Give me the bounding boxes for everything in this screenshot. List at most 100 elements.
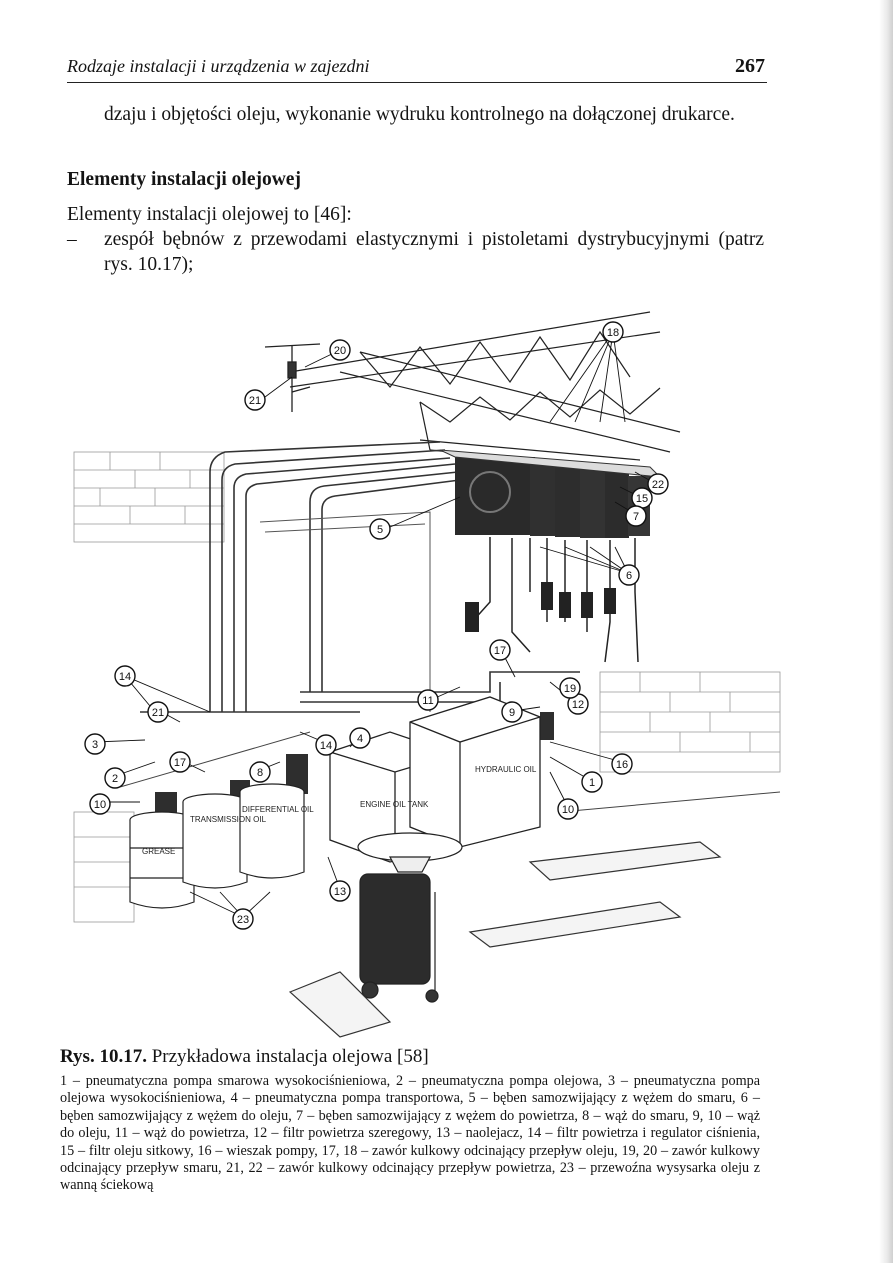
callout-circle [611,753,633,775]
callout-circle [647,473,669,495]
callout-10: 10 [557,798,579,820]
callout-11: 11 [417,689,439,711]
oil-installation-illustration: GREASE TRANSMISSION OIL DIFFERENTIAL OIL… [73,311,781,1038]
page-number: 267 [735,55,765,77]
oil-installation-figure: GREASE TRANSMISSION OIL DIFFERENTIAL OIL… [60,292,790,1040]
callout-number: 21 [249,395,261,407]
callout-number: 15 [636,493,648,505]
callout-circle [618,564,640,586]
callout-21: 21 [244,389,266,411]
callout-16: 16 [611,753,633,775]
transmission-label: TRANSMISSION OIL [190,815,267,824]
callout-circle [147,701,169,723]
callout-7: 7 [625,505,647,527]
callout-number: 19 [564,683,576,695]
callout-20: 20 [329,339,351,361]
callout-number: 13 [334,886,346,898]
figure-caption-title: Rys. 10.17. Przykładowa instalacja olejo… [60,1046,429,1068]
callout-circle [417,689,439,711]
callout-number: 10 [562,804,574,816]
callout-number: 18 [607,327,619,339]
hydraulic-oil-label: HYDRAULIC OIL [475,765,537,774]
callout-5: 5 [369,518,391,540]
barrels [129,783,305,909]
callout-number: 9 [509,707,515,719]
oil-extractor [357,832,463,1003]
callout-circle [169,751,191,773]
callout-number: 17 [174,757,186,769]
callout-17: 17 [169,751,191,773]
figure-title: Przykładowa instalacja olejowa [58] [146,1046,429,1067]
continuation-paragraph: dzaju i objętości oleju, wykonanie wydru… [104,104,735,125]
callout-12: 12 [567,693,589,715]
callout-1: 1 [581,771,603,793]
section-heading: Elementy instalacji olejowej [67,169,301,190]
floor-lines [119,731,781,813]
callout-number: 3 [92,739,98,751]
dispensing-guns [465,582,616,632]
callout-number: 17 [494,645,506,657]
air-valve-assembly [264,343,321,412]
callout-13: 13 [329,880,351,902]
callout-circle [559,677,581,699]
callout-circle [329,339,351,361]
figure-caption-legend: 1 – pneumatyczna pompa smarowa wysokociś… [60,1073,760,1194]
callout-number: 11 [422,695,433,707]
callout-circle [329,880,351,902]
callout-2: 2 [104,767,126,789]
hose-reels [439,449,662,538]
callout-number: 12 [572,699,584,711]
callout-23: 23 [232,908,254,930]
callout-circle [104,767,126,789]
callout-circle [369,518,391,540]
callout-number: 21 [152,707,164,719]
callout-22: 22 [647,473,669,495]
callout-21: 21 [147,701,169,723]
callout-circle [244,389,266,411]
callout-14: 14 [114,665,136,687]
bullet-item: zespół bębnów z przewodami elastycznymi … [104,229,764,275]
callout-circle [581,771,603,793]
callout-number: 6 [626,570,632,582]
callout-number: 16 [616,759,628,771]
wall-opening [259,511,431,712]
callout-number: 1 [589,777,595,789]
callout-number: 5 [377,524,383,536]
callout-6: 6 [618,564,640,586]
page-edge-shadow [879,0,893,1263]
differential-label: DIFFERENTIAL OIL [242,805,314,814]
callout-circle [489,639,511,661]
callout-circle [602,321,624,343]
callout-circle [315,734,337,756]
callout-8: 8 [249,761,271,783]
callout-circle [89,793,111,815]
callout-circle [349,727,371,749]
callout-circle [557,798,579,820]
callout-number: 20 [334,345,346,357]
callout-circle [501,701,523,723]
callout-number: 14 [320,740,332,752]
callout-9: 9 [501,701,523,723]
callout-circle [84,733,106,755]
callout-4: 4 [349,727,371,749]
grease-label: GREASE [142,847,175,856]
callout-circle [249,761,271,783]
oil-tanks [329,696,541,863]
callout-17: 17 [489,639,511,661]
callout-number: 22 [652,479,664,491]
tank-labels: ENGINE OIL TANK HYDRAULIC OIL [360,765,537,809]
callout-number: 14 [119,671,131,683]
callout-number: 7 [633,511,639,523]
callout-15: 15 [631,487,653,509]
callout-circle [625,505,647,527]
callout-number: 4 [357,733,363,745]
floor-pits [288,841,722,1038]
callout-18: 18 [602,321,624,343]
callout-number: 10 [94,799,106,811]
callout-14: 14 [315,734,337,756]
callout-circle [114,665,136,687]
barrel-labels: GREASE TRANSMISSION OIL DIFFERENTIAL OIL [142,805,314,856]
callout-10: 10 [89,793,111,815]
